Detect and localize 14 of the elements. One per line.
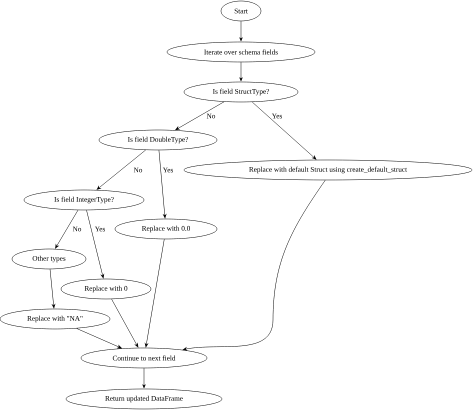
arrow xyxy=(142,368,146,388)
arrow xyxy=(111,298,138,348)
arrow xyxy=(252,102,316,160)
arrow xyxy=(50,268,56,308)
arrow xyxy=(144,238,164,348)
arrow xyxy=(158,150,166,218)
arrow xyxy=(182,180,326,351)
arrow xyxy=(96,150,146,190)
arrow xyxy=(239,21,243,42)
arrow xyxy=(76,328,122,348)
arrow xyxy=(175,102,224,130)
arrow xyxy=(55,210,78,249)
arrow xyxy=(239,62,243,82)
arrow xyxy=(86,210,104,278)
